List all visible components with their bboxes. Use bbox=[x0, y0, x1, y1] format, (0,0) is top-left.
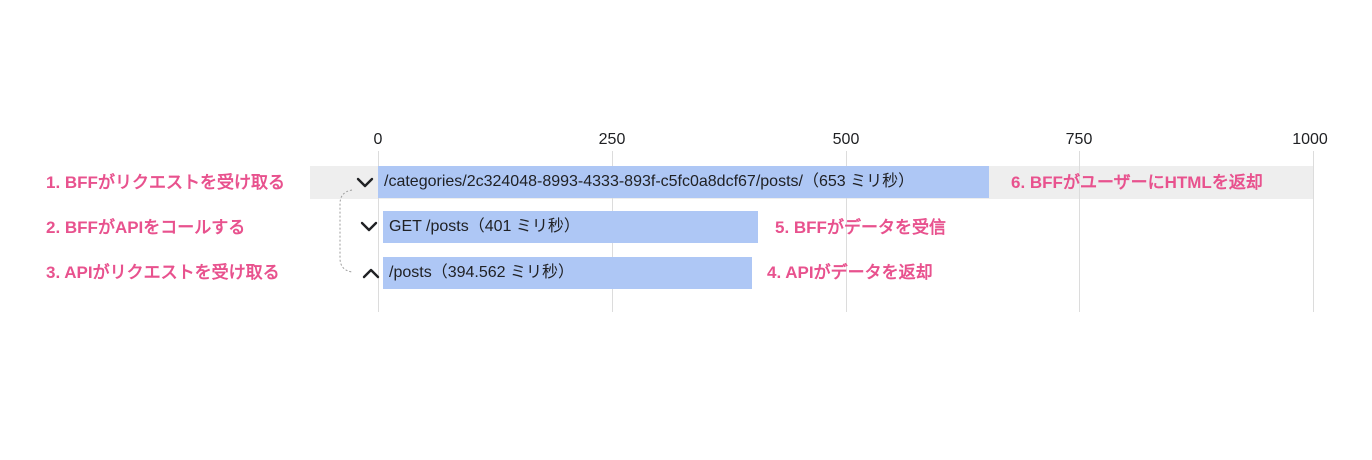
annotation-step-5: 5. BFFがデータを受信 bbox=[775, 218, 946, 237]
annotation-step-2: 2. BFFがAPIをコールする bbox=[46, 218, 246, 237]
span-label: /posts（394.562 ミリ秒） bbox=[389, 264, 574, 281]
annotation-step-6: 6. BFFがユーザーにHTMLを返却 bbox=[1011, 173, 1263, 192]
tree-connector bbox=[339, 189, 353, 273]
grid-line bbox=[1313, 151, 1314, 312]
annotation-step-3: 3. APIがリクエストを受け取る bbox=[46, 263, 280, 282]
grid-line bbox=[846, 151, 847, 312]
annotation-step-4: 4. APIがデータを返却 bbox=[767, 263, 933, 282]
annotation-step-1: 1. BFFがリクエストを受け取る bbox=[46, 173, 285, 192]
span-label: /categories/2c324048-8993-4333-893f-c5fc… bbox=[384, 173, 915, 190]
axis-tick-label: 1000 bbox=[1292, 131, 1328, 148]
span-bar-get-posts[interactable] bbox=[383, 211, 758, 243]
axis-tick-label: 750 bbox=[1065, 131, 1093, 148]
span-label: GET /posts（401 ミリ秒） bbox=[389, 218, 580, 235]
axis-tick-label: 500 bbox=[832, 131, 860, 148]
axis-tick-label: 250 bbox=[598, 131, 626, 148]
chevron-down-icon[interactable] bbox=[356, 174, 374, 192]
axis-tick-label: 0 bbox=[373, 131, 383, 148]
chevron-up-icon[interactable] bbox=[362, 264, 380, 282]
grid-line bbox=[1079, 151, 1080, 312]
span-bar-categories-posts[interactable] bbox=[378, 166, 989, 198]
chevron-down-icon[interactable] bbox=[360, 218, 378, 236]
grid-line bbox=[378, 151, 379, 312]
span-bar-posts[interactable] bbox=[383, 257, 752, 289]
